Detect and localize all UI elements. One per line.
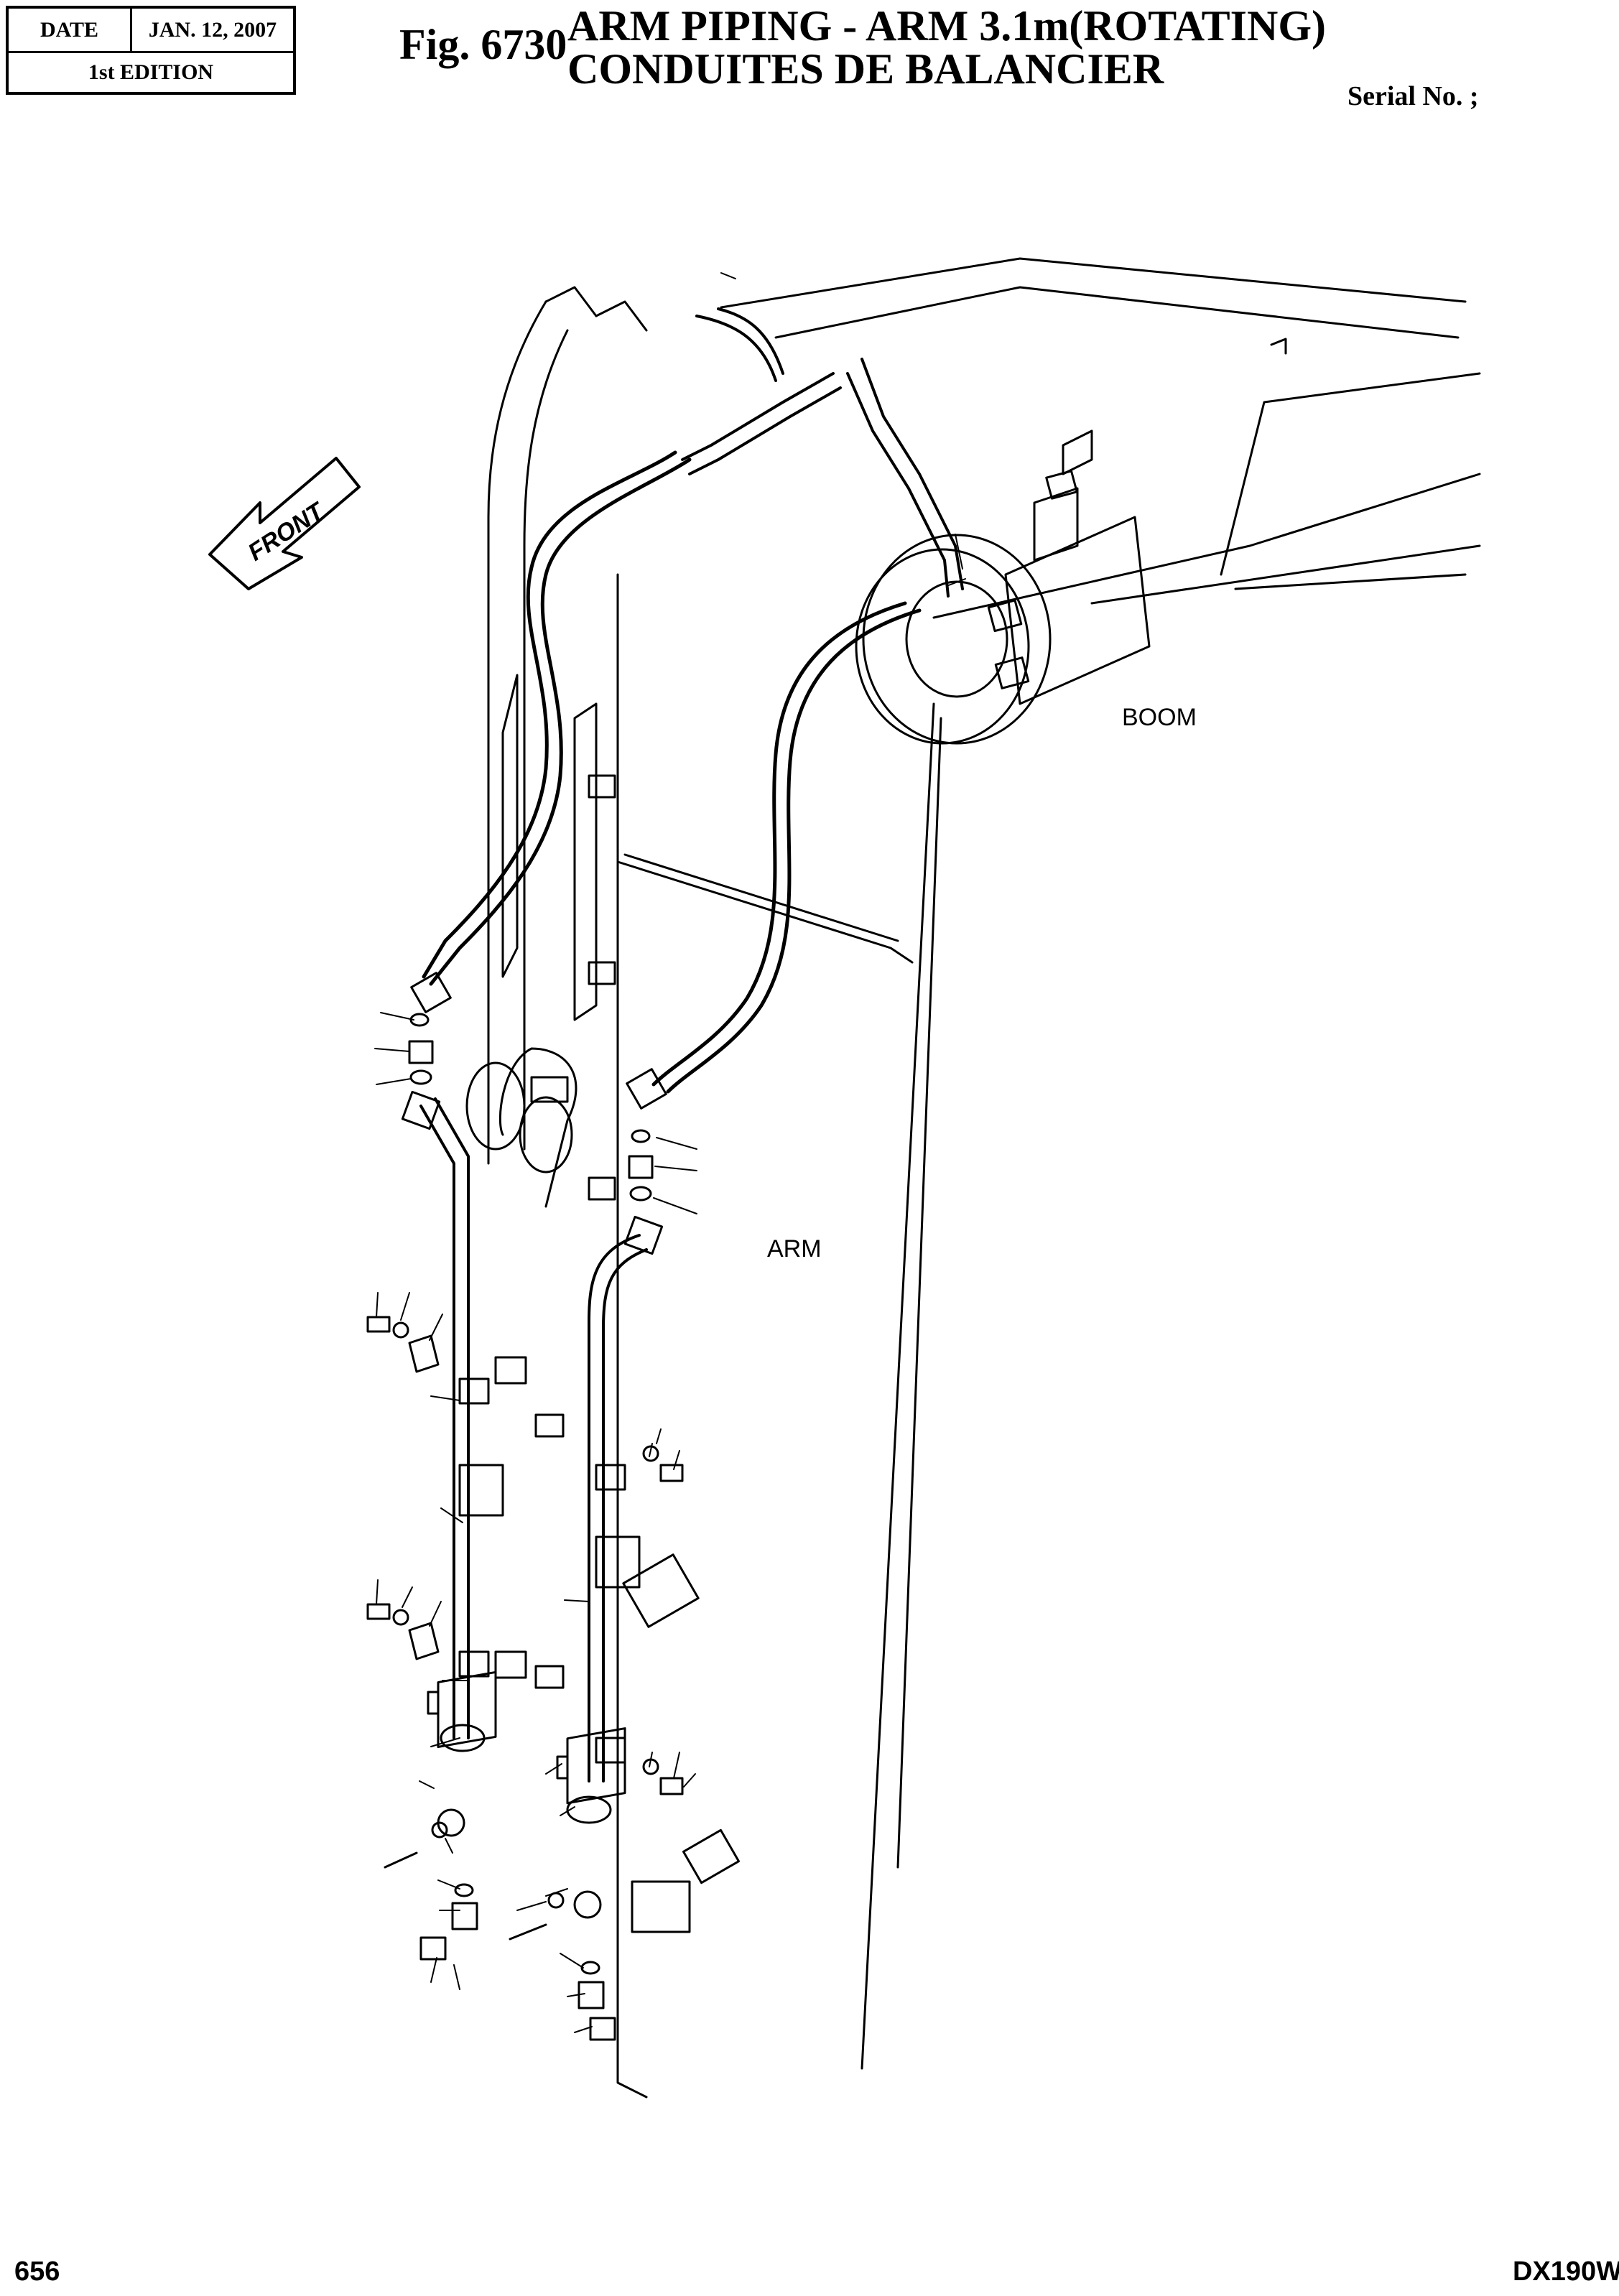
boom-structure <box>720 257 1481 745</box>
figure-number: Fig. 6730 <box>399 21 567 68</box>
title-french: CONDUITES DE BALANCIER <box>567 45 1164 93</box>
arm-label: ARM <box>767 1235 822 1263</box>
leader-lines <box>374 272 966 2033</box>
title-english: ARM PIPING - ARM 3.1m(ROTATING) <box>567 2 1327 50</box>
right-steel-pipe <box>588 1234 648 1783</box>
left-fittings <box>401 972 527 1961</box>
date-label: DATE <box>9 9 132 53</box>
serial-number-label: Serial No. ; <box>1347 81 1479 111</box>
left-hose <box>422 450 692 986</box>
arm-frame <box>465 286 942 2099</box>
edition-label: 1st EDITION <box>88 60 214 84</box>
right-fittings <box>534 1068 740 2041</box>
right-hose <box>651 601 922 1094</box>
date-edition-box: DATE JAN. 12, 2007 1st EDITION <box>6 6 296 95</box>
model-name: DX190W <box>1513 2257 1619 2287</box>
left-steel-pipe <box>419 1097 470 1739</box>
date-value: JAN. 12, 2007 <box>132 9 293 53</box>
front-arrow-icon: FRONT <box>208 457 361 590</box>
upper-hoses <box>681 307 964 598</box>
page-number: 656 <box>14 2257 60 2287</box>
bolts-and-washers <box>366 1316 684 1941</box>
boom-label: BOOM <box>1122 704 1197 731</box>
